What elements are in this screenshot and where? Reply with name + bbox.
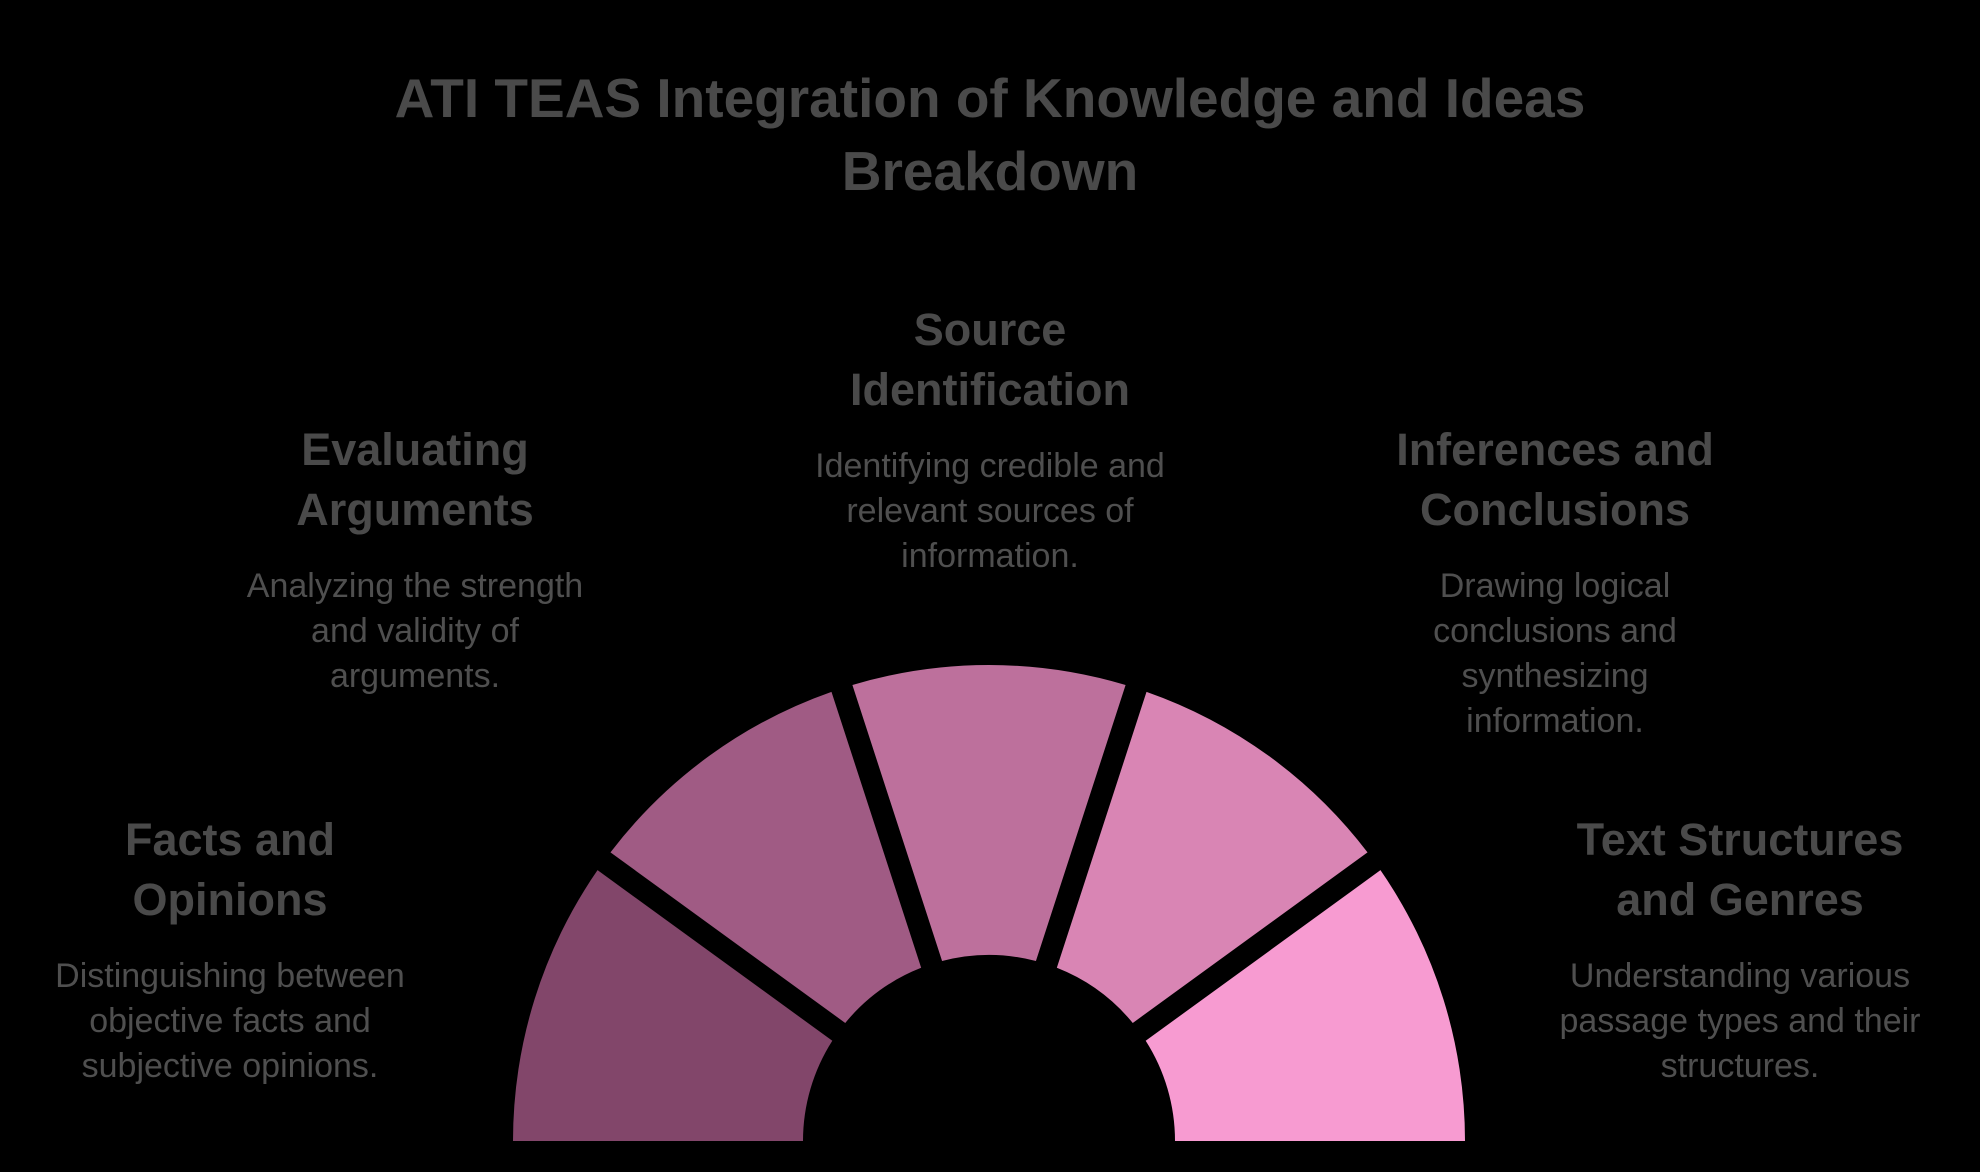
title-line-2: Breakdown [841, 140, 1139, 202]
segment-heading: Text Structures and Genres [1510, 810, 1970, 930]
desc-line: Analyzing the strength [246, 567, 584, 605]
heading-line: Conclusions [1419, 484, 1691, 535]
segment-description: Understanding various passage types and … [1510, 954, 1970, 1089]
arc-segment-text-structures-and-genres [1145, 870, 1465, 1141]
arc-segment-facts-and-opinions [513, 870, 833, 1141]
desc-line: Distinguishing between [55, 957, 405, 995]
heading-line: Text Structures [1576, 814, 1904, 865]
heading-line: Evaluating [301, 424, 529, 475]
desc-line: passage types and their [1559, 1002, 1921, 1040]
segment-heading: Source Identification [770, 300, 1210, 420]
desc-line: Drawing logical [1439, 567, 1671, 605]
desc-line: Understanding various [1569, 957, 1911, 995]
desc-line: objective facts and [89, 1002, 371, 1040]
desc-line: subjective opinions. [81, 1047, 379, 1085]
heading-line: and Genres [1616, 874, 1864, 925]
desc-line: structures. [1660, 1047, 1820, 1085]
segment-heading: Inferences and Conclusions [1340, 420, 1770, 540]
desc-line: Identifying credible and [815, 447, 1165, 485]
desc-line: information. [1466, 702, 1644, 740]
diagram-title: ATI TEAS Integration of Knowledge and Id… [240, 62, 1740, 208]
heading-line: Inferences and [1396, 424, 1714, 475]
desc-line: conclusions and [1433, 612, 1677, 650]
desc-line: synthesizing [1461, 657, 1649, 695]
heading-line: Facts and [124, 814, 336, 865]
heading-line: Identification [850, 364, 1130, 415]
arc-segment-inferences-and-conclusions [1056, 691, 1368, 1023]
segment-heading: Facts and Opinions [20, 810, 440, 930]
desc-line: information. [901, 537, 1079, 575]
arc-segment-source-identification [852, 665, 1126, 962]
segment-block-evaluating-arguments: Evaluating Arguments Analyzing the stren… [205, 420, 625, 699]
segment-description: Identifying credible and relevant source… [770, 444, 1210, 579]
segment-description: Drawing logical conclusions and synthesi… [1340, 564, 1770, 744]
segment-block-source-identification: Source Identification Identifying credib… [770, 300, 1210, 579]
desc-line: and validity of [311, 612, 519, 650]
segment-block-text-structures-and-genres: Text Structures and Genres Understanding… [1510, 810, 1970, 1089]
segment-block-facts-and-opinions: Facts and Opinions Distinguishing betwee… [20, 810, 440, 1089]
title-line-1: ATI TEAS Integration of Knowledge and Id… [394, 67, 1586, 129]
heading-line: Arguments [296, 484, 534, 535]
desc-line: relevant sources of [846, 492, 1134, 530]
segment-block-inferences-and-conclusions: Inferences and Conclusions Drawing logic… [1340, 420, 1770, 744]
arc-segment-evaluating-arguments [610, 691, 922, 1023]
heading-line: Opinions [132, 874, 328, 925]
segment-description: Analyzing the strength and validity of a… [205, 564, 625, 699]
desc-line: arguments. [329, 657, 501, 695]
heading-line: Source [913, 304, 1067, 355]
segment-heading: Evaluating Arguments [205, 420, 625, 540]
segment-description: Distinguishing between objective facts a… [20, 954, 440, 1089]
